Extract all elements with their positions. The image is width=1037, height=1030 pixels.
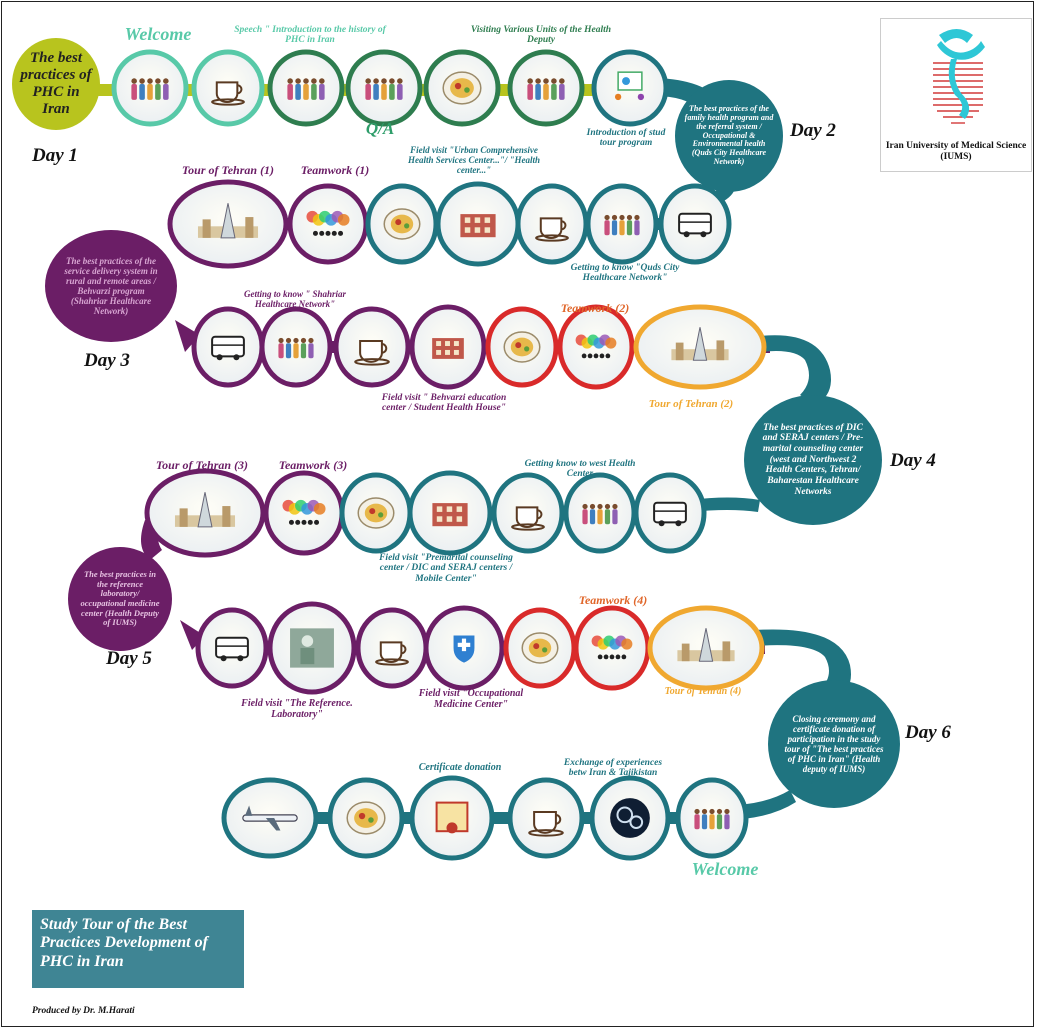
coffee-break-icon-3 [333,306,411,388]
lunch-circle-6 [327,777,405,859]
shahriar-circle [259,306,333,388]
coffee-break-icon-5 [355,607,429,689]
iums-logo: Iran University of Medical Science (IUMS… [880,18,1032,172]
welcome-label-top: Welcome [124,24,192,44]
day2-label: Day 2 [790,120,836,141]
airplane-circle [221,777,319,859]
visiting-label: Visiting Various Units of the Health Dep… [470,25,612,46]
day4-label: Day 4 [890,450,936,471]
lunch-circle [423,49,501,127]
day5-summary: The best practices in the reference labo… [68,547,172,651]
bus-circle-2 [191,306,265,388]
speech-circle [267,49,345,127]
premarital-label: Field visit "Premarital counseling cente… [379,553,513,584]
bus-circle [658,183,732,265]
west-label: Getting know to west Health Center [524,459,636,480]
quds-label: Getting to know "Quds City Healthcare Ne… [570,263,680,284]
day5-label: Day 5 [106,648,152,669]
day3-label: Day 3 [84,350,130,371]
exchange-label: Exchange of experiences betw Iran & Taji… [563,758,663,779]
coffee-break-icon-2 [515,183,589,265]
team3-label: Teamwork (3) [278,458,348,472]
west-circle [563,472,637,554]
day6-label: Day 6 [905,722,951,743]
coffee-break-icon-6 [507,777,585,859]
tour4-label: Tour of Tehran (4) [664,686,742,697]
occmed-label: Field visit "Occupational Medicine Cente… [418,688,524,710]
iums-emblem [933,29,985,124]
occmed-circle [423,605,505,691]
welcome-circle-2 [675,777,749,859]
intro-circle [591,49,669,127]
certificate-circle [409,775,495,861]
urban2-circle [585,183,659,265]
title-text: Study Tour of the Best Practices Develop… [40,916,208,970]
urban-circle [435,181,521,267]
team1-circle [287,183,369,265]
bus-circle-3 [633,472,707,554]
tour2-circle [633,304,767,390]
tour4-circle [647,605,765,691]
iums-caption: Iran University of Medical Science (IUMS… [885,141,1027,162]
team2-label: Teamwork (2) [560,301,630,315]
coffee-break-icon [191,49,265,127]
title-box: Study Tour of the Best Practices Develop… [32,910,244,988]
day3-summary: The best practices of the service delive… [45,230,177,342]
speech-label: Speech " Introduction to the history of … [234,25,386,46]
team2-circle [557,304,635,390]
tour3-circle [144,468,266,558]
visiting-circle [507,49,585,127]
day6-summary: Closing ceremony and certificate donatio… [768,680,900,808]
team3-circle [263,470,345,556]
lunch-circle-5 [503,607,577,689]
welcome-label-bottom: Welcome [691,859,759,879]
urban-label: Field visit "Urban Comprehensive Health … [408,145,540,175]
team4-label: Teamwork (4) [578,593,648,607]
tour3-label: Tour of Tehran (3) [155,458,249,472]
coffee-break-icon-4 [491,472,565,554]
certificate-label: Certificate donation [418,762,502,773]
day1-label: Day 1 [32,145,78,166]
qa-circle [345,49,423,127]
start-oval: The best practices of PHC in Iran [12,38,100,130]
tour1-circle [167,179,289,269]
lunch-circle-3 [485,306,559,388]
behvarzi-label: Field visit " Behvarzi education center … [381,393,507,414]
lunch-circle-2 [365,183,439,265]
lunch-circle-4 [339,472,413,554]
tour1-label: Tour of Tehran (1) [181,163,275,177]
day4-summary: The best practices of DIC and SERAJ cent… [744,395,882,525]
day2-summary: The best practices of the family health … [675,80,783,192]
team1-label: Teamwork (1) [300,163,370,177]
team4-circle [573,605,651,691]
behvarzi-circle [409,304,487,390]
tour2-label: Tour of Tehran (2) [648,398,734,410]
exchange-circle [589,775,671,861]
bus-circle-4 [195,607,269,689]
shahriar-label: Getting to know " Shahriar Healthcare Ne… [243,289,347,309]
premarital-circle [407,470,493,556]
reflab-circle [267,601,357,695]
qa-label: Q/A [365,119,395,138]
intro-label: Introduction of stud tour program [586,128,666,149]
credit-text: Produced by Dr. M.Harati [32,1006,135,1016]
welcome-circle [111,49,189,127]
reflab-label: Field visit "The Reference. Laboratory" [241,698,353,720]
